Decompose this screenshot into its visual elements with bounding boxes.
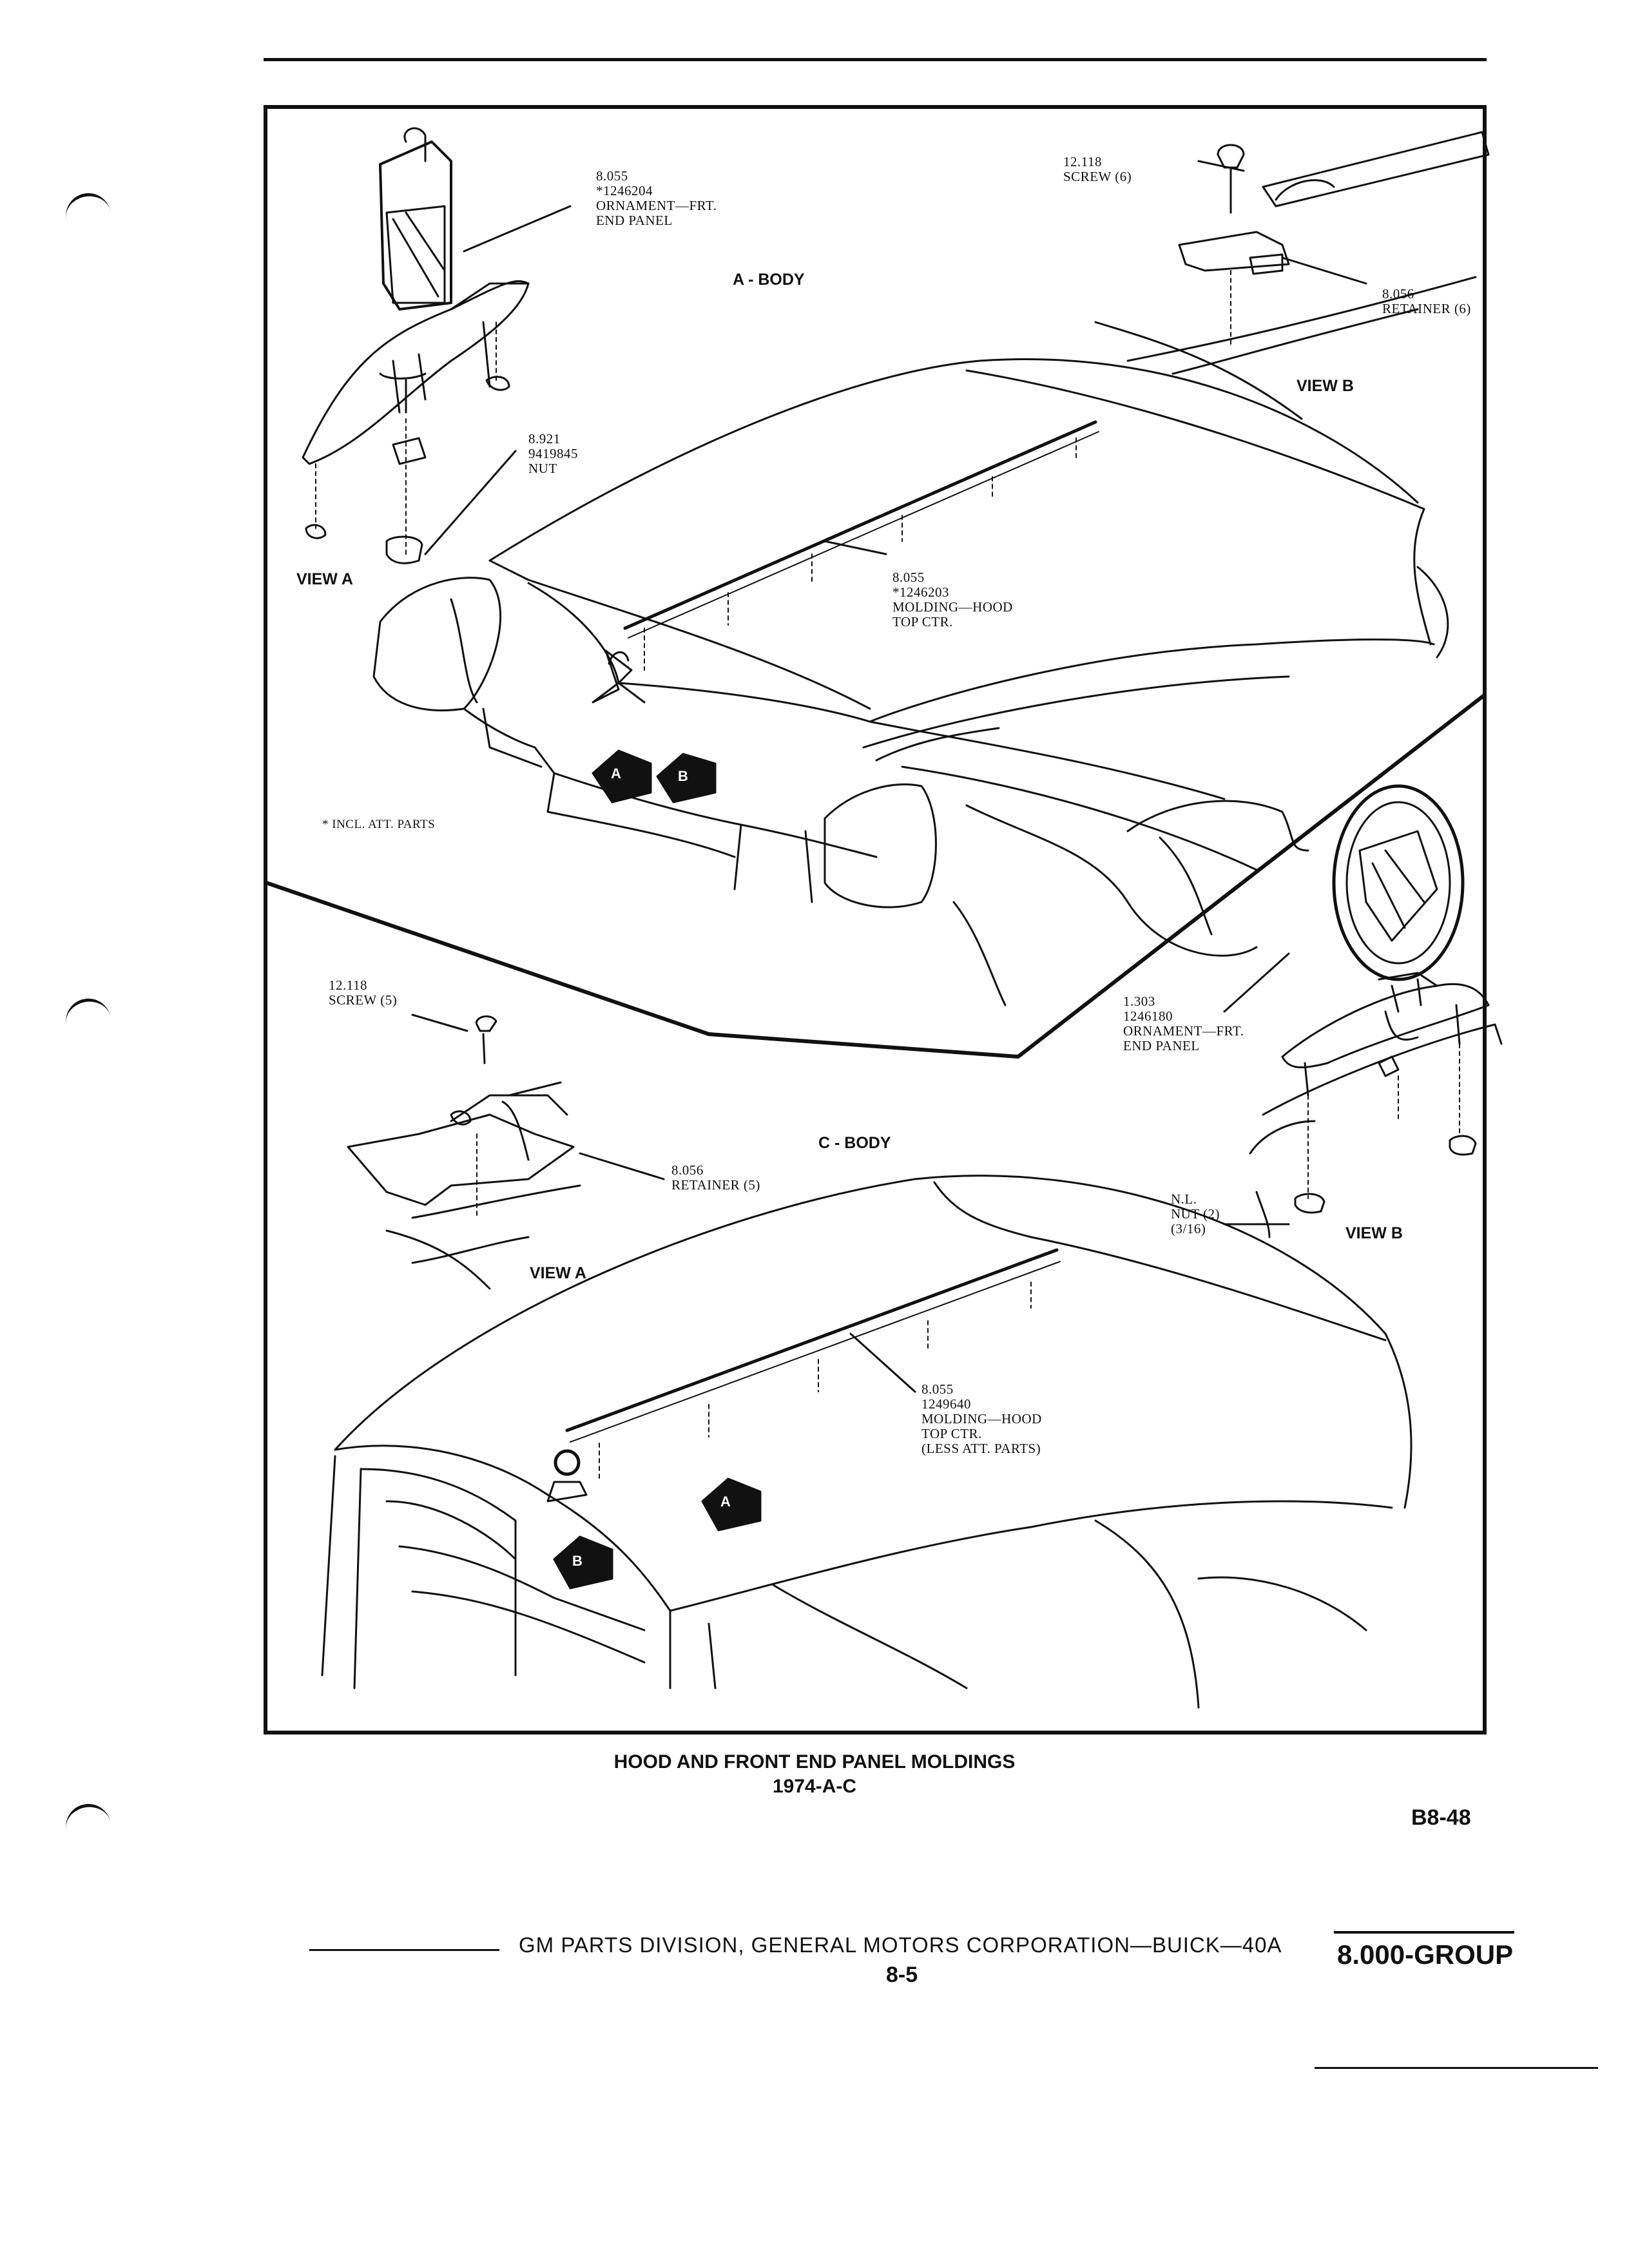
a-body-view-b-retainer [1094,131,1490,420]
footer-rule-left [309,1949,499,1951]
c-body-leader-lines [411,952,1290,1393]
section-divider [264,694,1485,1059]
footer-rule-right [1334,1931,1514,1934]
c-body-view-a-retainer [347,1015,581,1290]
c-body-marker-a-letter: A [720,1494,731,1510]
c-body-retainer-label: 8.056 RETAINER (5) [671,1162,760,1193]
footer-group: 8.000-GROUP [1337,1939,1514,1970]
c-body-view-b-label: VIEW B [1345,1224,1403,1242]
a-body-view-b-label: VIEW B [1296,377,1354,395]
a-body-screw-label: 12.118 SCREW (6) [1063,154,1132,184]
a-body-hood-drawing [372,358,1449,1006]
footer-bottom-rule [1315,2067,1598,2069]
a-body-nut-label: 8.921 9419845 NUT [528,431,578,476]
c-body-title: C - BODY [818,1134,891,1152]
footer-division: GM PARTS DIVISION, GENERAL MOTORS CORPOR… [519,1933,1282,1957]
c-body-view-a-label: VIEW A [530,1264,586,1282]
a-body-leader-lines [424,160,1367,555]
a-body-title: A - BODY [733,271,805,289]
a-body-view-a-ornament [302,127,530,564]
a-body-note: * INCL. ATT. PARTS [322,818,436,831]
c-body-nut-label: N.L. NUT (2) (3/16) [1171,1191,1220,1236]
c-body-screw-label: 12.118 SCREW (5) [329,977,398,1008]
c-body-marker-b [553,1535,613,1590]
diagram-frame [264,105,1487,1735]
c-body-view-b-ornament [1249,784,1503,1238]
top-rule [264,58,1487,61]
c-body-molding-label: 8.055 1249640 MOLDING—HOOD TOP CTR. (LES… [921,1381,1042,1456]
c-body-ornament-label: 1.303 1246180 ORNAMENT—FRT. END PANEL [1123,994,1244,1053]
c-body-marker-b-letter: B [572,1553,583,1569]
a-body-molding-label: 8.055 *1246203 MOLDING—HOOD TOP CTR. [892,570,1013,629]
a-body-view-a-label: VIEW A [296,570,353,588]
a-body-marker-b-letter: B [678,768,688,784]
figure-id: B8-48 [1411,1805,1471,1830]
c-body-hood-drawing [321,1175,1412,1709]
a-body-marker-a-letter: A [611,765,621,782]
a-body-ornament-label: 8.055 *1246204 ORNAMENT—FRT. END PANEL [596,168,717,228]
a-body-marker-b [656,753,717,803]
footer-page-number: 8-5 [886,1963,918,1987]
a-body-marker-a [592,749,652,803]
figure-caption-title: HOOD AND FRONT END PANEL MOLDINGS [613,1751,1016,1773]
c-body-marker-a [701,1477,762,1532]
a-body-retainer-label: 8.056 RETAINER (6) [1382,286,1471,316]
figure-caption-subtitle: 1974-A-C [772,1776,857,1797]
